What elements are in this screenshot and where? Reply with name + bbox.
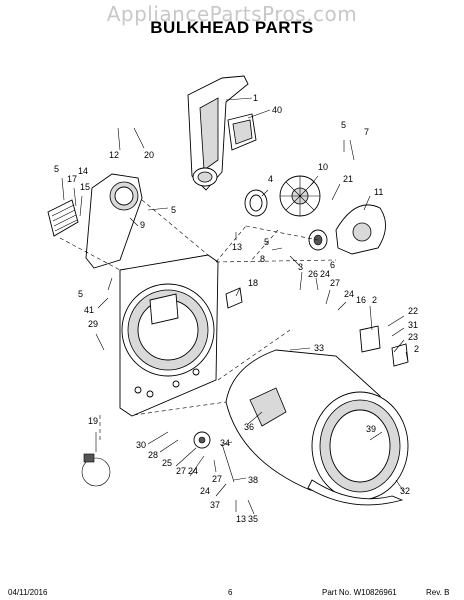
callout-38: 38 bbox=[248, 475, 258, 485]
callout-16: 16 bbox=[356, 295, 366, 305]
part-34-roller bbox=[193, 431, 235, 483]
callout-5: 5 bbox=[78, 289, 83, 299]
callout-6: 6 bbox=[330, 260, 335, 270]
part-35-drum bbox=[225, 349, 409, 501]
callout-22: 22 bbox=[408, 306, 418, 316]
callout-15: 15 bbox=[80, 182, 90, 192]
footer-part-number: Part No. W10826961 bbox=[322, 588, 397, 597]
callout-3: 3 bbox=[298, 262, 303, 272]
watermark: AppliancePartsPros.com bbox=[106, 2, 358, 26]
callout-8: 8 bbox=[260, 254, 265, 264]
callout-5: 5 bbox=[171, 205, 176, 215]
callout-9: 9 bbox=[140, 220, 145, 230]
callout-4: 4 bbox=[268, 174, 273, 184]
callout-7: 7 bbox=[364, 127, 369, 137]
callout-32: 32 bbox=[400, 486, 410, 496]
callout-13: 13 bbox=[232, 242, 242, 252]
callout-27: 27 bbox=[330, 278, 340, 288]
callout-25: 25 bbox=[162, 458, 172, 468]
callout-24: 24 bbox=[188, 466, 198, 476]
callout-19: 19 bbox=[88, 416, 98, 426]
footer-date: 04/11/2016 bbox=[8, 588, 48, 597]
callout-2: 2 bbox=[372, 295, 377, 305]
callout-31: 31 bbox=[408, 320, 418, 330]
part-14-lint-duct bbox=[85, 173, 143, 269]
part-15-lint-grille bbox=[47, 199, 79, 237]
callout-5: 5 bbox=[341, 120, 346, 130]
part-16-switch bbox=[359, 325, 381, 353]
callout-10: 10 bbox=[318, 162, 328, 172]
callout-37: 37 bbox=[210, 500, 220, 510]
callout-5: 5 bbox=[264, 237, 269, 247]
callout-24: 24 bbox=[200, 486, 210, 496]
part-bulkhead-panel bbox=[119, 254, 219, 417]
footer-page: 6 bbox=[228, 588, 233, 597]
callout-28: 28 bbox=[148, 450, 158, 460]
callout-34: 34 bbox=[220, 438, 230, 448]
callout-11: 11 bbox=[374, 187, 383, 197]
callout-2: 2 bbox=[414, 344, 419, 354]
callout-35: 35 bbox=[248, 514, 258, 524]
callout-23: 23 bbox=[408, 332, 418, 342]
callout-1: 1 bbox=[253, 93, 258, 103]
part-11-blower-housing bbox=[335, 204, 386, 255]
callout-41: 41 bbox=[84, 305, 94, 315]
callout-27: 27 bbox=[212, 474, 222, 484]
footer-revision: Rev. B bbox=[426, 588, 450, 597]
callout-24: 24 bbox=[320, 269, 330, 279]
callout-24: 24 bbox=[344, 289, 354, 299]
part-18-bracket bbox=[225, 287, 243, 309]
callout-5: 5 bbox=[54, 164, 59, 174]
part-10-blower-wheel bbox=[279, 175, 321, 217]
callout-26: 26 bbox=[308, 269, 318, 279]
callout-27: 27 bbox=[176, 466, 186, 476]
callout-14: 14 bbox=[78, 166, 88, 176]
callout-18: 18 bbox=[248, 278, 258, 288]
part-1-exhaust-duct bbox=[187, 75, 249, 191]
callout-30: 30 bbox=[136, 440, 146, 450]
callout-13: 13 bbox=[236, 514, 246, 524]
part-23-bracket bbox=[391, 343, 409, 367]
callout-36: 36 bbox=[244, 422, 254, 432]
callout-21: 21 bbox=[343, 174, 353, 184]
callout-39: 39 bbox=[366, 424, 376, 434]
callout-40: 40 bbox=[272, 105, 282, 115]
part-19-harness bbox=[81, 453, 111, 487]
callout-29: 29 bbox=[88, 319, 98, 329]
callout-20: 20 bbox=[144, 150, 154, 160]
part-40-filter-seal bbox=[227, 113, 257, 151]
page-title: BULKHEAD PARTS bbox=[150, 18, 314, 37]
part-32-drum-seal bbox=[307, 479, 404, 506]
callout-33: 33 bbox=[314, 343, 324, 353]
callout-17: 17 bbox=[67, 174, 77, 184]
callout-12: 12 bbox=[109, 150, 119, 160]
